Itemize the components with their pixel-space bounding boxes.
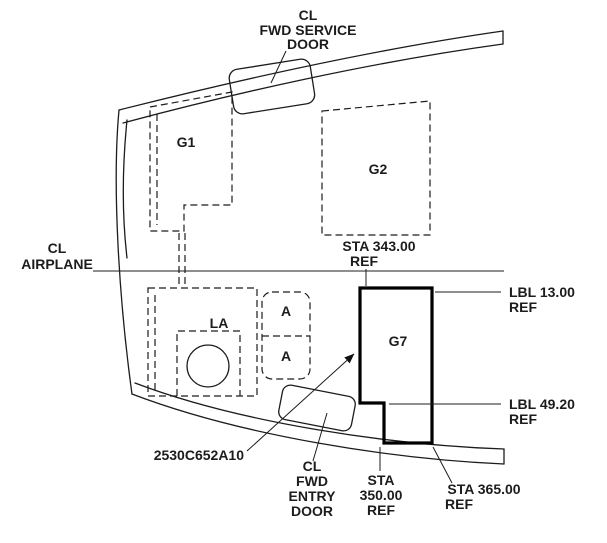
panel-g7-outline xyxy=(358,286,434,445)
fwd-entry-door-cutout xyxy=(278,384,356,432)
fwd-service-door-cutout xyxy=(228,58,316,115)
service-door-callout-line2: FWD SERVICE xyxy=(260,22,357,38)
service-door-callout-line3: DOOR xyxy=(287,36,329,52)
sta-350-callout-line2: 350.00 xyxy=(360,487,403,503)
sta-350-callout-line3: REF xyxy=(367,502,395,518)
airplane-centerline-callout-line1: CL xyxy=(48,240,67,256)
panel-g2-outline xyxy=(321,100,431,236)
panel-la-inner-box xyxy=(176,330,241,396)
fuselage-left-inner-skin xyxy=(122,119,128,259)
lbl-49-callout-line2: REF xyxy=(509,411,537,427)
panel-g1-label: G1 xyxy=(177,134,196,150)
sta-365-leader xyxy=(432,446,453,484)
service-door-leader-line xyxy=(270,50,287,84)
entry-door-callout-line4: DOOR xyxy=(291,503,333,519)
entry-door-callout-line3: ENTRY xyxy=(289,488,337,504)
panel-la-outline xyxy=(147,287,258,397)
fuselage-left-skin xyxy=(115,109,133,395)
panel-g1-outline xyxy=(149,91,233,232)
service-door-callout-line1: CL xyxy=(299,7,318,23)
airplane-centerline-callout-line2: AIRPLANE xyxy=(21,256,93,272)
panel-a-upper-label: A xyxy=(281,303,291,319)
lbl-13-callout-line1: LBL 13.00 xyxy=(509,284,575,300)
panel-a-lower-label: A xyxy=(281,348,291,364)
panel-g7-label: G7 xyxy=(389,333,408,349)
fuselage-top-outer-skin xyxy=(118,30,504,111)
sta-365-callout-line2: REF xyxy=(445,496,473,512)
la-access-hole xyxy=(186,344,230,388)
part-number-arrow xyxy=(246,353,355,452)
sta-343-callout-line2: REF xyxy=(350,253,378,269)
panel-la-label: LA xyxy=(210,315,229,331)
fuselage-bottom-outer-skin xyxy=(131,393,505,465)
fuselage-bottom-inner-skin xyxy=(134,382,505,450)
part-number-label: 2530C652A10 xyxy=(154,447,245,463)
panel-g2-label: G2 xyxy=(369,161,388,177)
sta-365-callout-line1: STA 365.00 xyxy=(447,481,520,497)
entry-door-callout-line1: CL xyxy=(303,458,322,474)
entry-door-callout-line2: FWD xyxy=(296,473,328,489)
lbl-13-callout-line2: REF xyxy=(509,299,537,315)
lbl-49-callout-line1: LBL 49.20 xyxy=(509,396,575,412)
fuselage-top-inner-skin xyxy=(122,43,504,124)
entry-door-leader-line xyxy=(312,412,328,462)
sta-350-callout-line1: STA xyxy=(368,472,395,488)
sta-343-callout-line1: STA 343.00 xyxy=(342,238,415,254)
